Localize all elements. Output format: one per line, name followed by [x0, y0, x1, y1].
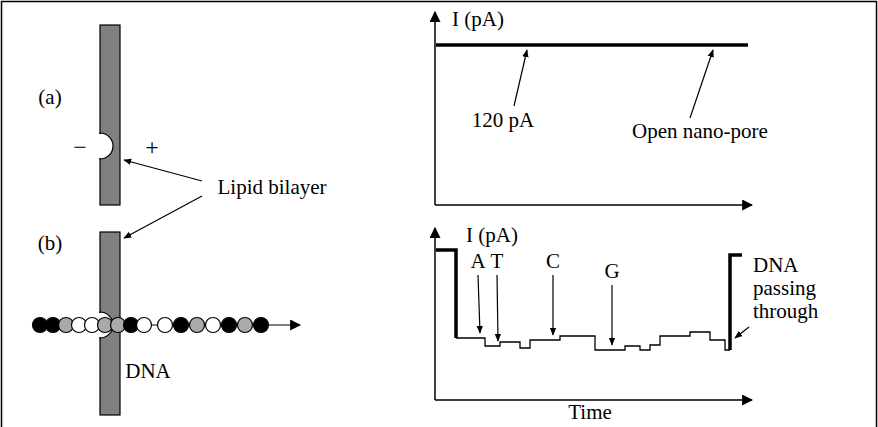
- dna-strand: [33, 318, 301, 333]
- panel-label: (b): [38, 232, 63, 255]
- leader-arrow: [124, 160, 202, 181]
- electrode-sign: −: [73, 134, 87, 160]
- lipid-bilayer-a: [100, 25, 120, 205]
- base-letter: T: [491, 250, 504, 273]
- part-name: DNA: [125, 360, 171, 383]
- leader-arrow: [124, 196, 202, 238]
- panel-label: (a): [38, 86, 61, 109]
- axis-label: I (pA): [452, 8, 504, 31]
- axis-label: I (pA): [466, 224, 518, 247]
- state-label: Open nano-pore: [632, 120, 768, 143]
- value-label: 120 pA: [472, 109, 534, 132]
- base-letter: G: [604, 260, 619, 283]
- electrode-sign: +: [145, 134, 159, 160]
- axis-label: Time: [568, 401, 612, 424]
- translocation-graph: [435, 228, 752, 400]
- event-label: DNA passing through: [753, 254, 848, 323]
- open-pore-graph: [435, 12, 752, 205]
- base-letter: C: [546, 250, 560, 273]
- part-name: Lipid bilayer: [217, 176, 326, 199]
- base-letter: A: [470, 250, 485, 273]
